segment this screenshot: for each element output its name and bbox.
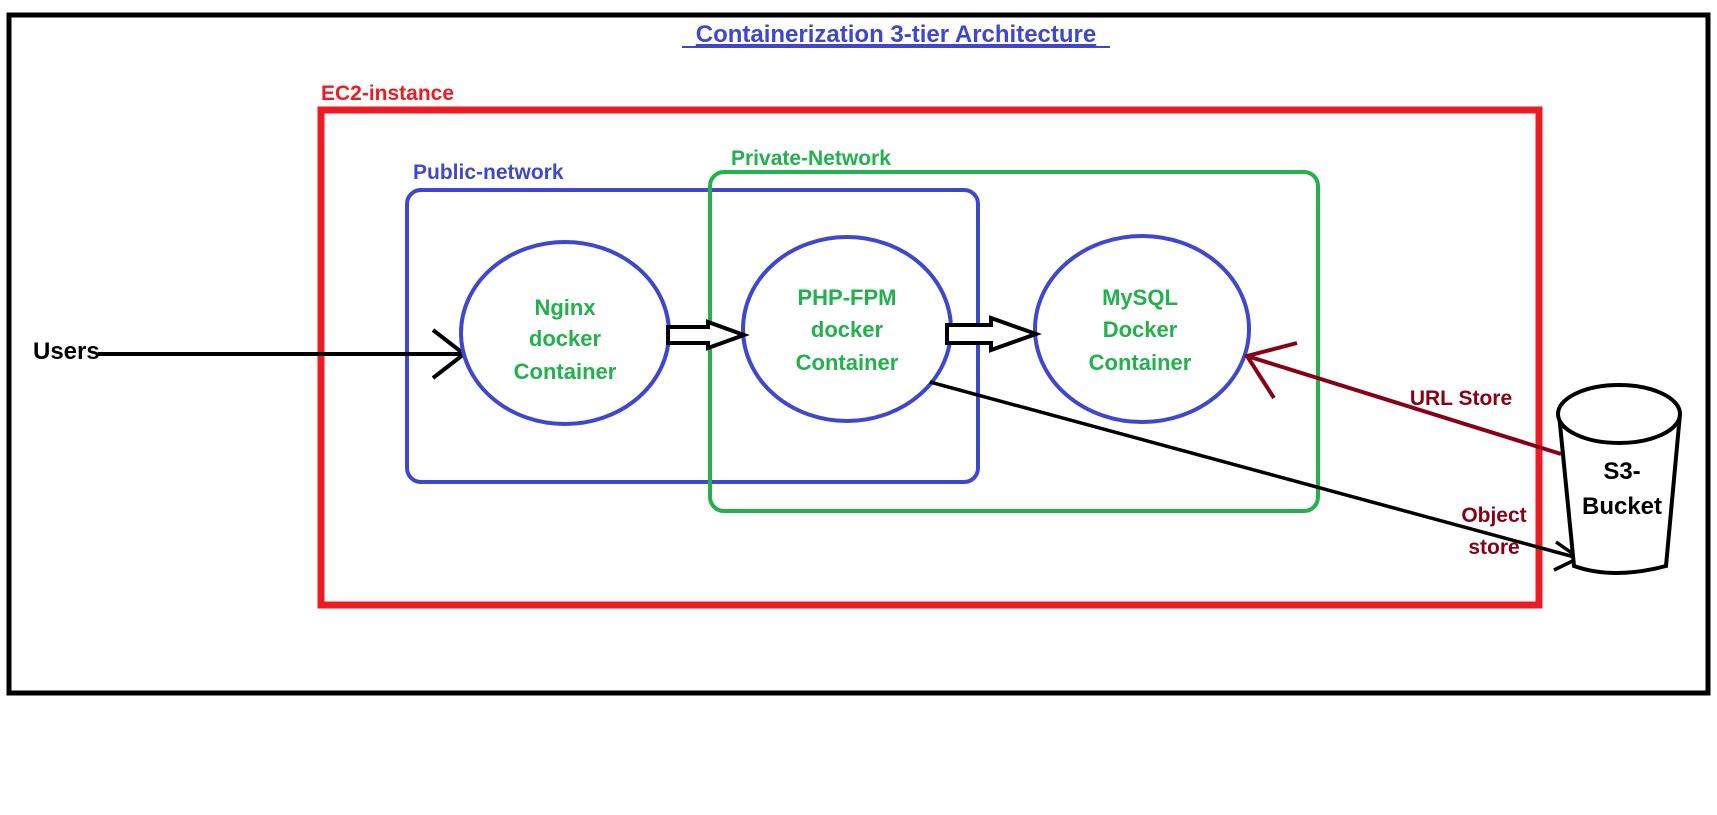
ec2-instance-label: EC2-instance — [321, 82, 454, 105]
mysql-label-line3: Container — [1089, 350, 1192, 375]
mysql-container — [1033, 234, 1251, 424]
nginx-label-line1: Nginx — [534, 295, 596, 320]
php-to-mysql-arrow — [945, 315, 1042, 353]
s3-bucket-body — [1557, 413, 1682, 575]
nginx-label-line3: Container — [514, 359, 617, 384]
object-store-label-line2: store — [1468, 536, 1519, 559]
url-store-label: URL Store — [1410, 387, 1512, 410]
private-network-label: Private-Network — [731, 147, 891, 170]
s3-bucket-top — [1556, 383, 1682, 445]
outer-frame — [6, 12, 1711, 696]
php-to-s3-arrow — [929, 380, 1579, 560]
public-network-label: Public-network — [413, 161, 564, 184]
php-label-line3: Container — [796, 350, 899, 375]
s3-label-line1: S3- — [1603, 458, 1640, 485]
php-label-line1: PHP-FPM — [798, 285, 897, 310]
diagram-title: Containerization 3-tier Architecture — [696, 21, 1097, 48]
php-label-line2: docker — [811, 317, 884, 342]
mysql-label-line1: MySQL — [1102, 285, 1178, 310]
mysql-label-line2: Docker — [1103, 317, 1178, 342]
ec2-instance-box — [317, 106, 1543, 609]
object-store-label-line1: Object — [1461, 504, 1526, 527]
users-label: Users — [33, 338, 100, 365]
s3-to-mysql-arrow — [1246, 354, 1562, 456]
s3-to-mysql-arrow-head — [1243, 341, 1298, 400]
nginx-to-php-arrow — [666, 319, 750, 351]
nginx-label-line2: docker — [529, 326, 602, 351]
s3-label-line2: Bucket — [1582, 493, 1662, 520]
